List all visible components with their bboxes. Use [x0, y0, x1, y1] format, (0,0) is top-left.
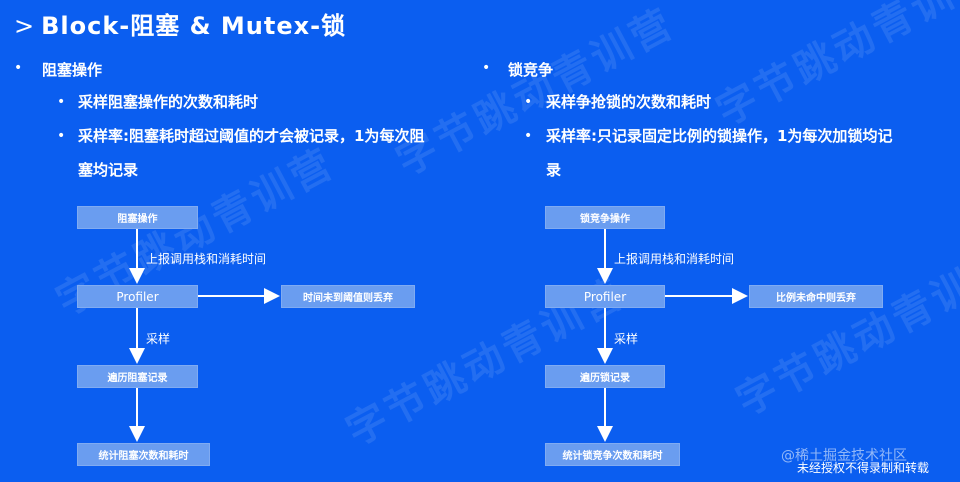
- right-node-discard: 比例未命中则丢弃: [749, 285, 883, 308]
- footer-copyright: 未经授权不得录制和转载: [797, 461, 930, 475]
- left-bullet-1: 采样阻塞操作的次数和耗时: [78, 93, 259, 111]
- bullet-icon: •: [14, 60, 23, 76]
- title-text: Block-阻塞 & Mutex-锁: [41, 12, 347, 40]
- bullet-icon: •: [524, 128, 533, 144]
- title-prefix: >: [14, 12, 36, 40]
- left-edge-report: 上报调用栈和消耗时间: [146, 252, 267, 266]
- slide-title: >Block-阻塞 & Mutex-锁: [14, 6, 346, 41]
- left-node-start: 阻塞操作: [77, 206, 198, 229]
- bullet-icon: •: [57, 128, 66, 144]
- left-node-traverse: 遍历阻塞记录: [77, 365, 198, 388]
- left-node-profiler: Profiler: [77, 285, 198, 308]
- right-node-traverse: 遍历锁记录: [545, 365, 665, 388]
- bullet-icon: •: [57, 94, 66, 110]
- bullet-icon: •: [482, 60, 491, 76]
- right-edge-sample: 采样: [614, 332, 639, 346]
- left-heading: 阻塞操作: [42, 61, 103, 79]
- bullet-icon: •: [524, 94, 533, 110]
- footer-source: @稀土掘金技术社区: [781, 448, 907, 464]
- right-heading: 锁竞争: [508, 61, 554, 79]
- right-node-profiler: Profiler: [545, 285, 665, 308]
- left-bullet-2: 采样率:阻塞耗时超过阈值的才会被记录，1为每次阻塞均记录: [78, 127, 425, 179]
- right-bullet-2: 采样率:只记录固定比例的锁操作，1为每次加锁均记录: [546, 127, 893, 179]
- right-node-stats: 统计锁竞争次数和耗时: [545, 443, 680, 466]
- left-edge-sample: 采样: [146, 332, 171, 346]
- right-edge-report: 上报调用栈和消耗时间: [614, 252, 735, 266]
- left-node-stats: 统计阻塞次数和耗时: [77, 443, 210, 466]
- left-node-discard: 时间未到阈值则丢弃: [281, 285, 415, 308]
- right-node-start: 锁竞争操作: [545, 206, 665, 229]
- right-bullet-1: 采样争抢锁的次数和耗时: [546, 93, 712, 111]
